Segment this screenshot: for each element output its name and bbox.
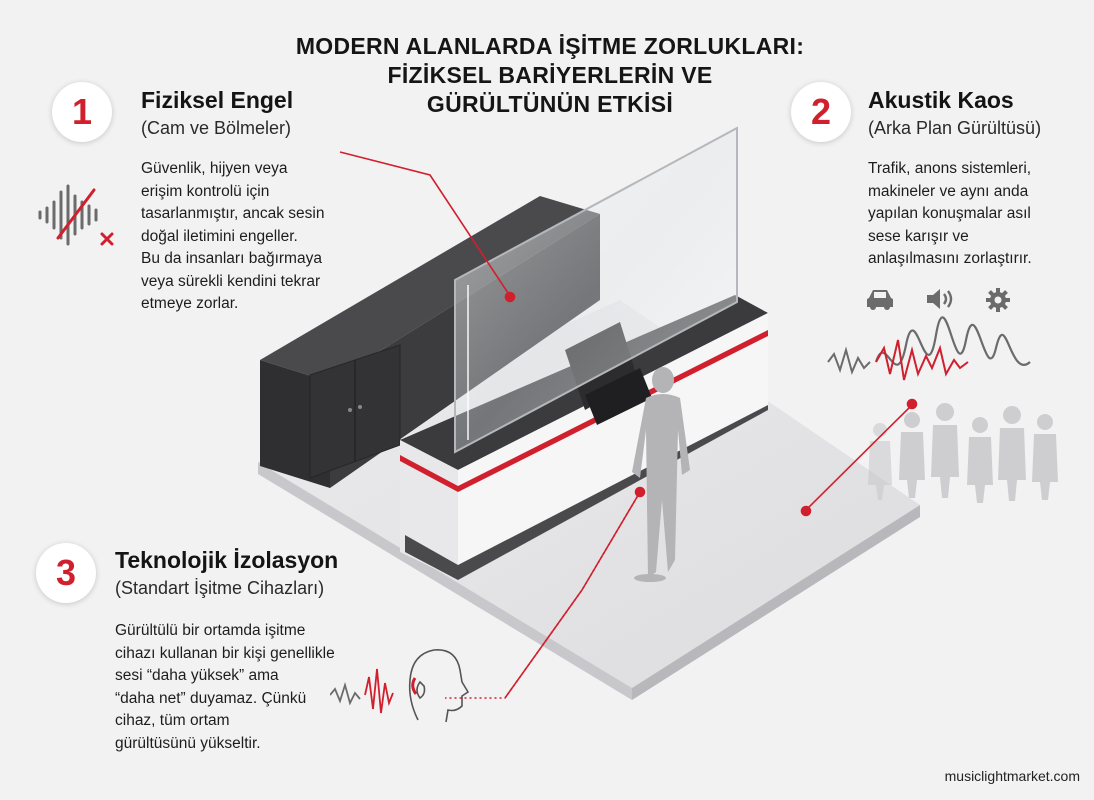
section-3-body: Gürültülü bir ortamda işitme cihazı kull… — [115, 622, 335, 752]
section-2-number-badge: 2 — [791, 82, 851, 142]
crowd-silhouettes — [868, 403, 1058, 503]
section-1-body: Güvenlik, hijyen veya erişim kontrolü iç… — [141, 160, 325, 312]
muted-sound-wave-icon — [38, 184, 114, 246]
gear-icon — [986, 288, 1010, 312]
speaker-icon — [927, 289, 953, 309]
section-2-body: Trafik, anons sistemleri, makineler ve a… — [868, 160, 1032, 267]
section-1-number-badge: 1 — [52, 82, 112, 142]
section-1-heading: Fiziksel Engel — [141, 87, 294, 113]
callout-lines — [339, 151, 918, 699]
section-3-number-badge: 3 — [36, 543, 96, 603]
car-icon — [867, 290, 893, 310]
section-1-subheading: (Cam ve Bölmeler) — [141, 118, 292, 138]
section-3-subheading: (Standart İşitme Cihazları) — [115, 578, 325, 598]
noise-wave — [827, 316, 1031, 381]
section-2-heading: Akustik Kaos — [868, 87, 1014, 113]
hearing-aid-head-icon — [330, 649, 470, 723]
section-2-subheading: (Arka Plan Gürültüsü) — [868, 118, 1042, 138]
title-line-1: MODERN ALANLARDA İŞİTME ZORLUKLARI: — [295, 33, 805, 59]
section-3-heading: Teknolojik İzolasyon — [115, 547, 339, 573]
website-footer: musiclightmarket.com — [944, 768, 1080, 784]
standing-person — [632, 367, 690, 582]
infographic-title: MODERN ALANLARDA İŞİTME ZORLUKLARI: FİZİ… — [240, 32, 860, 119]
title-line-2: FİZİKSEL BARİYERLERİN VE — [387, 62, 713, 88]
title-line-3: GÜRÜLTÜNÜN ETKİSİ — [426, 91, 674, 117]
glass-partition — [454, 126, 738, 454]
